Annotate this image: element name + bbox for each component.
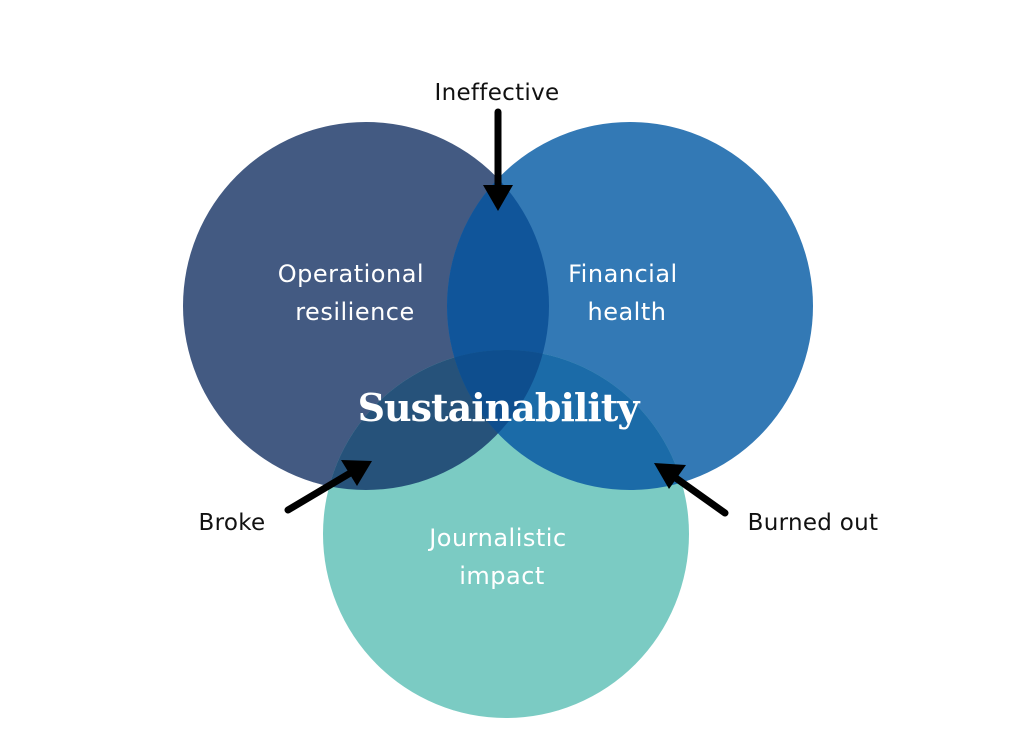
callout-ineffective: Ineffective: [435, 80, 560, 106]
label-financial-health: Financial health: [568, 260, 686, 326]
callout-burned-out: Burned out: [748, 510, 879, 536]
center-label-sustainability: Sustainability: [358, 385, 641, 430]
overlap-operational-journalistic: [323, 350, 549, 490]
callout-broke: Broke: [199, 510, 266, 536]
label-operational-resilience: Operational resilience: [278, 260, 432, 326]
arrow-broke: [284, 460, 372, 514]
label-journalistic-impact: Journalistic impact: [427, 524, 575, 590]
overlap-financial-journalistic: [447, 350, 689, 490]
arrow-burned-out: [654, 463, 729, 517]
arrow-ineffective: [483, 108, 513, 211]
